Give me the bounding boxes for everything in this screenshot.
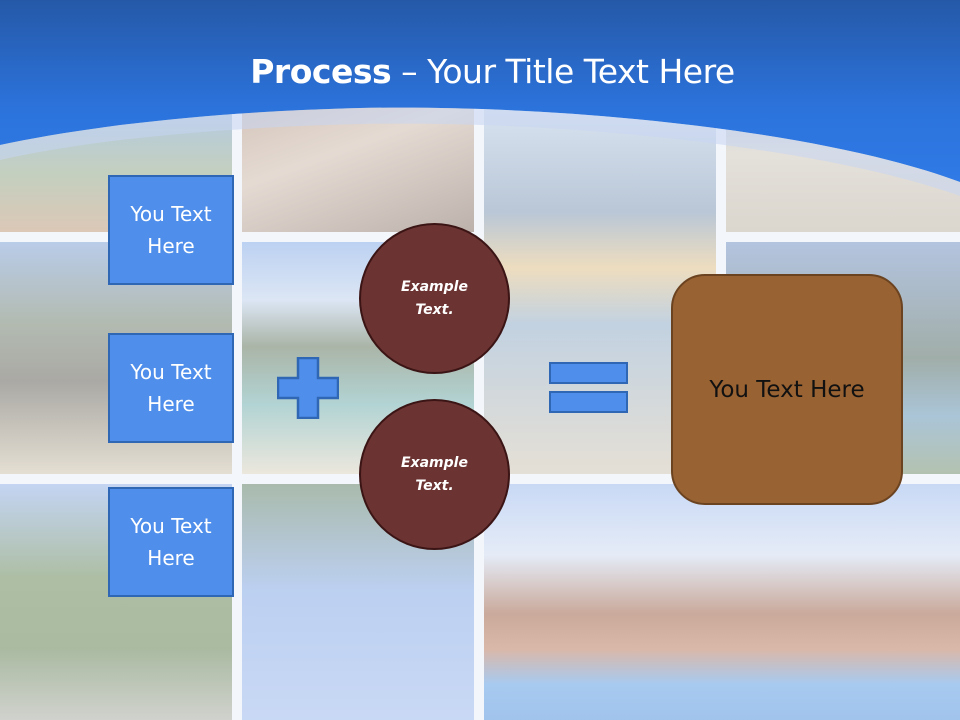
input-box-3[interactable]: You Text Here: [108, 487, 234, 597]
example-circle-2-label: Example Text.: [401, 454, 468, 494]
input-box-2-label: You Text Here: [130, 360, 212, 416]
equals-icon-bottom-bar[interactable]: [549, 391, 628, 413]
result-box-label: You Text Here: [709, 376, 865, 403]
input-box-2[interactable]: You Text Here: [108, 333, 234, 443]
slide-title-rest: – Your Title Text Here: [391, 52, 735, 91]
header-band: Process – Your Title Text Here: [0, 0, 960, 200]
slide-title: Process – Your Title Text Here: [0, 52, 960, 91]
equals-icon-top-bar[interactable]: [549, 362, 628, 384]
input-box-1-label: You Text Here: [130, 202, 212, 258]
example-circle-1[interactable]: Example Text.: [359, 223, 510, 374]
input-box-3-label: You Text Here: [130, 514, 212, 570]
example-circle-1-label: Example Text.: [401, 278, 468, 318]
slide-title-bold: Process: [250, 52, 392, 91]
input-box-1[interactable]: You Text Here: [108, 175, 234, 285]
photo-tile-resort-pool: [484, 484, 960, 720]
header-wave-shape: [0, 0, 960, 196]
result-box[interactable]: You Text Here: [671, 274, 903, 505]
plus-icon[interactable]: [276, 356, 340, 420]
example-circle-2[interactable]: Example Text.: [359, 399, 510, 550]
